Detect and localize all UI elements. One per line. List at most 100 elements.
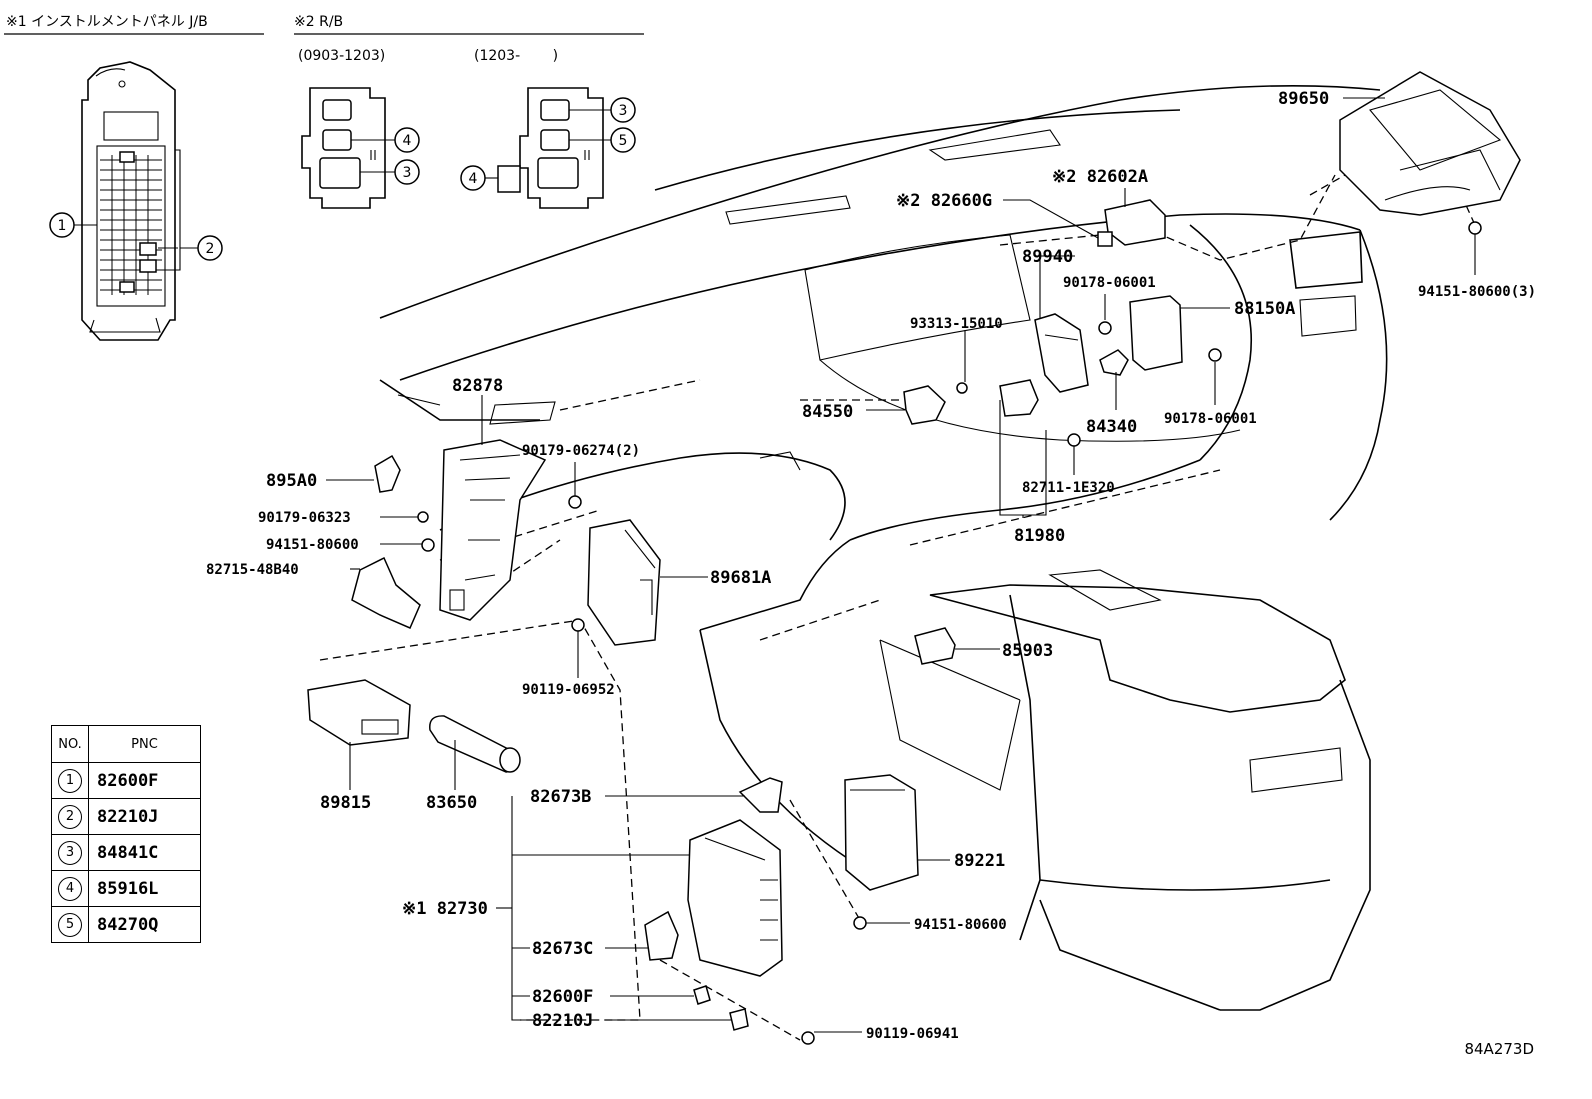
callout-2: 2 — [197, 235, 223, 261]
bolt-93313 — [956, 382, 968, 394]
label-89681A: 89681A — [710, 568, 771, 588]
nut-90179-6 — [417, 511, 429, 523]
label-90178-06001-a: 90178-06001 — [1063, 275, 1156, 291]
part-82673C — [644, 910, 679, 961]
part-shapes — [307, 71, 1521, 1045]
legend-col-pnc: PNC — [88, 725, 201, 763]
part-84550 — [903, 385, 946, 425]
legend-no: 4 — [58, 876, 82, 901]
center-console — [699, 569, 1371, 1011]
part-88150A — [1129, 295, 1183, 371]
callout-4b: 4 — [460, 165, 486, 191]
relay-block-b — [485, 87, 611, 209]
callout-5: 5 — [610, 127, 636, 153]
header-jb: ※1 インストルメントパネル J/B ※2 R/B (0903-1203) (1… — [4, 14, 644, 64]
label-90178-06001-b: 90178-06001 — [1164, 411, 1257, 427]
label-82673B: 82673B — [530, 787, 591, 807]
label-82878: 82878 — [452, 376, 503, 396]
legend-pnc: 85916L — [88, 870, 201, 907]
label-89650: 89650 — [1278, 89, 1329, 109]
label-82711-1E320: 82711-1E320 — [1022, 480, 1115, 496]
nut-94151-3 — [1468, 221, 1482, 235]
nut-82711 — [1067, 433, 1081, 447]
label-93313-15010: 93313-15010 — [910, 316, 1003, 332]
legend-row: 5 84270Q — [51, 906, 201, 943]
legend-header-row: NO. PNC — [51, 725, 201, 763]
svg-text:4: 4 — [469, 171, 478, 187]
legend-no: 2 — [58, 804, 82, 829]
legend-pnc: 84841C — [88, 834, 201, 871]
label-82730: ※1 82730 — [402, 899, 488, 919]
part-89815 — [307, 679, 411, 746]
label-94151-80600-a: 94151-80600 — [266, 537, 359, 553]
part-labels: 89650 ※2 82602A ※2 82660G 89940 90178-06… — [206, 89, 1536, 1042]
label-89815: 89815 — [320, 793, 371, 813]
label-90119-06941: 90119-06941 — [866, 1026, 959, 1042]
callout-circles: 1 2 4 3 3 5 4 — [49, 97, 636, 261]
part-89650 — [1339, 71, 1521, 216]
label-90179-06274-2: 90179-06274(2) — [522, 443, 640, 459]
part-82600F — [693, 985, 711, 1005]
leader-lines — [326, 97, 1476, 1033]
callout-1: 1 — [49, 212, 75, 238]
label-94151-80600-3: 94151-80600(3) — [1418, 284, 1536, 300]
label-90119-06952: 90119-06952 — [522, 682, 615, 698]
legend-pnc: 84270Q — [88, 906, 201, 943]
junction-block-detail — [74, 61, 198, 341]
callout-4a: 4 — [394, 127, 420, 153]
legend-row: 2 82210J — [51, 798, 201, 835]
label-84550: 84550 — [802, 402, 853, 422]
label-82673C: 82673C — [532, 939, 593, 959]
fuse-grid — [100, 155, 162, 295]
label-85903: 85903 — [1002, 641, 1053, 661]
figure-code: 84A273D — [1464, 1040, 1534, 1058]
part-89681A — [587, 519, 661, 646]
label-90179-06323: 90179-06323 — [258, 510, 351, 526]
part-82878 — [439, 439, 547, 621]
svg-text:1: 1 — [58, 218, 67, 234]
nut-90179-2 — [568, 495, 582, 509]
label-82602A: ※2 82602A — [1052, 167, 1148, 187]
header-rb-range-a: (0903-1203) — [298, 48, 385, 64]
dashboard-outline — [379, 84, 1388, 631]
label-84340: 84340 — [1086, 417, 1137, 437]
label-94151-80600-b: 94151-80600 — [914, 917, 1007, 933]
dashed-boundaries — [319, 169, 1476, 1041]
header-rb-title: ※2 R/B — [294, 14, 343, 30]
part-82660G — [1097, 231, 1113, 247]
callout-3a: 3 — [394, 159, 420, 185]
part-82730 — [687, 819, 783, 977]
svg-text:2: 2 — [206, 241, 215, 257]
svg-text:3: 3 — [619, 103, 628, 119]
part-895A0 — [374, 454, 401, 493]
svg-text:5: 5 — [619, 133, 628, 149]
legend-pnc: 82600F — [88, 762, 201, 799]
part-85903 — [914, 627, 956, 665]
part-83650 — [429, 715, 521, 773]
part-82602A — [1104, 199, 1166, 246]
part-82210J — [729, 1008, 749, 1031]
svg-text:3: 3 — [403, 165, 412, 181]
label-82600F: 82600F — [532, 987, 593, 1007]
part-82673B — [738, 777, 783, 813]
legend-no: 3 — [58, 840, 82, 865]
part-89940 — [1034, 313, 1089, 393]
part-81980 — [999, 379, 1039, 417]
legend-pnc: 82210J — [88, 798, 201, 835]
label-82660G: ※2 82660G — [896, 191, 992, 211]
label-89221: 89221 — [954, 851, 1005, 871]
legend-row: 1 82600F — [51, 762, 201, 799]
legend-no: 5 — [58, 912, 82, 937]
bolt-90119-a — [571, 618, 585, 632]
label-895A0: 895A0 — [266, 471, 317, 491]
legend-col-no: NO. — [51, 725, 89, 763]
label-81980: 81980 — [1014, 526, 1065, 546]
part-89221 — [844, 774, 919, 891]
part-82715 — [351, 556, 421, 629]
bolt-90119-b — [801, 1031, 815, 1045]
header-rb-range-b: (1203- ) — [474, 48, 558, 64]
legend-row: 3 84841C — [51, 834, 201, 871]
label-88150A: 88150A — [1234, 299, 1295, 319]
label-82210J: 82210J — [532, 1011, 593, 1031]
